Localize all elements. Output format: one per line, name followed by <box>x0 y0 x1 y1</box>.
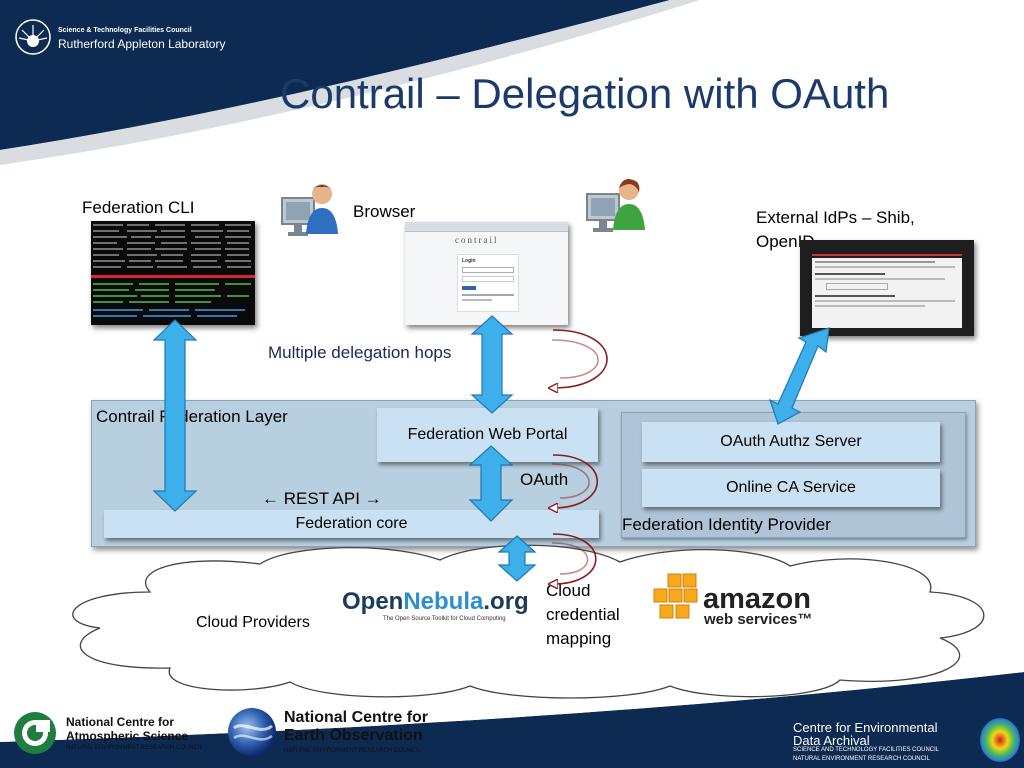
ncas-logo-icon <box>14 712 56 754</box>
federation-cli-label: Federation CLI <box>82 198 195 217</box>
nceo-line3: NATURAL ENVIRONMENT RESEARCH COUNCIL <box>284 748 421 754</box>
ceda-line4: NATURAL ENVIRONMENT RESEARCH COUNCIL <box>793 756 930 762</box>
ncas-line1: National Centre for <box>66 715 175 729</box>
opennebula-org: .org <box>483 588 529 615</box>
multiple-delegation-hops-label: Multiple delegation hops <box>268 343 452 362</box>
cloud-credential-label-line3: mapping <box>546 629 612 648</box>
opennebula-tagline: The Open Source Toolkit for Cloud Comput… <box>383 616 506 622</box>
slide-title: Contrail – Delegation with OAuth <box>280 70 890 117</box>
opennebula-open: Open <box>342 588 404 615</box>
oauth-authz-server-label: OAuth Authz Server <box>720 433 862 450</box>
browser-label: Browser <box>353 202 416 221</box>
federation-web-portal-box: Federation Web Portal <box>377 408 598 462</box>
cloud-credential-label-line1: Cloud <box>546 581 591 600</box>
external-idp-screenshot <box>800 240 974 336</box>
user-computer-icon <box>281 184 338 236</box>
cloud-providers-label: Cloud Providers <box>196 614 310 631</box>
oauth-label: OAuth <box>520 470 569 489</box>
header-org-name: Rutherford Appleton Laboratory <box>58 37 226 51</box>
ceda-line1: Centre for Environmental <box>793 720 938 735</box>
opennebula-nebula: Nebula <box>403 588 484 615</box>
aws-subtitle: web services™ <box>704 611 813 628</box>
nceo-line2: Earth Observation <box>284 727 423 744</box>
portal-login-heading: Login <box>462 258 476 264</box>
online-ca-service-box: Online CA Service <box>642 469 940 507</box>
federation-core-label: Federation core <box>295 515 408 532</box>
cloud-providers-cloud <box>72 544 985 699</box>
oauth-authz-server-box: OAuth Authz Server <box>642 422 940 462</box>
federation-layer-title: Contrail Federation Layer <box>96 407 288 426</box>
user-computer-icon-2 <box>586 179 645 232</box>
federation-identity-provider-label: Federation Identity Provider <box>622 515 831 534</box>
nceo-line1: National Centre for <box>284 709 429 726</box>
cloud-credential-label-line2: credential <box>546 605 620 624</box>
aws-cubes-icon <box>653 573 698 619</box>
external-idps-label-line1: External IdPs – Shib, <box>756 208 915 227</box>
stfc-logo-icon <box>15 19 51 55</box>
online-ca-service-label: Online CA Service <box>726 479 856 496</box>
federation-core-box: Federation core <box>104 510 599 538</box>
ncas-line3: NATURAL ENVIRONMENT RESEARCH COUNCIL <box>66 745 203 751</box>
ceda-line2: Data Archival <box>793 733 870 748</box>
web-portal-screenshot: contrail Login <box>405 222 568 325</box>
opennebula-logo: OpenNebula.org <box>342 588 529 616</box>
rest-api-label: ← REST API → <box>262 489 382 508</box>
aws-name: amazon <box>703 583 811 615</box>
federation-cli-screenshot <box>91 221 255 325</box>
federation-web-portal-label: Federation Web Portal <box>407 426 568 443</box>
ceda-globe-icon <box>980 718 1020 762</box>
portal-brand: contrail <box>455 235 499 245</box>
nceo-logo-icon <box>228 708 276 756</box>
external-idps-label-line2: OpenID <box>756 232 815 251</box>
header-org-small: Science & Technology Facilities Council <box>58 27 192 34</box>
ceda-line3: SCIENCE AND TECHNOLOGY FACILITIES COUNCI… <box>793 747 940 753</box>
ncas-line2: Atmospheric Science <box>66 729 189 743</box>
